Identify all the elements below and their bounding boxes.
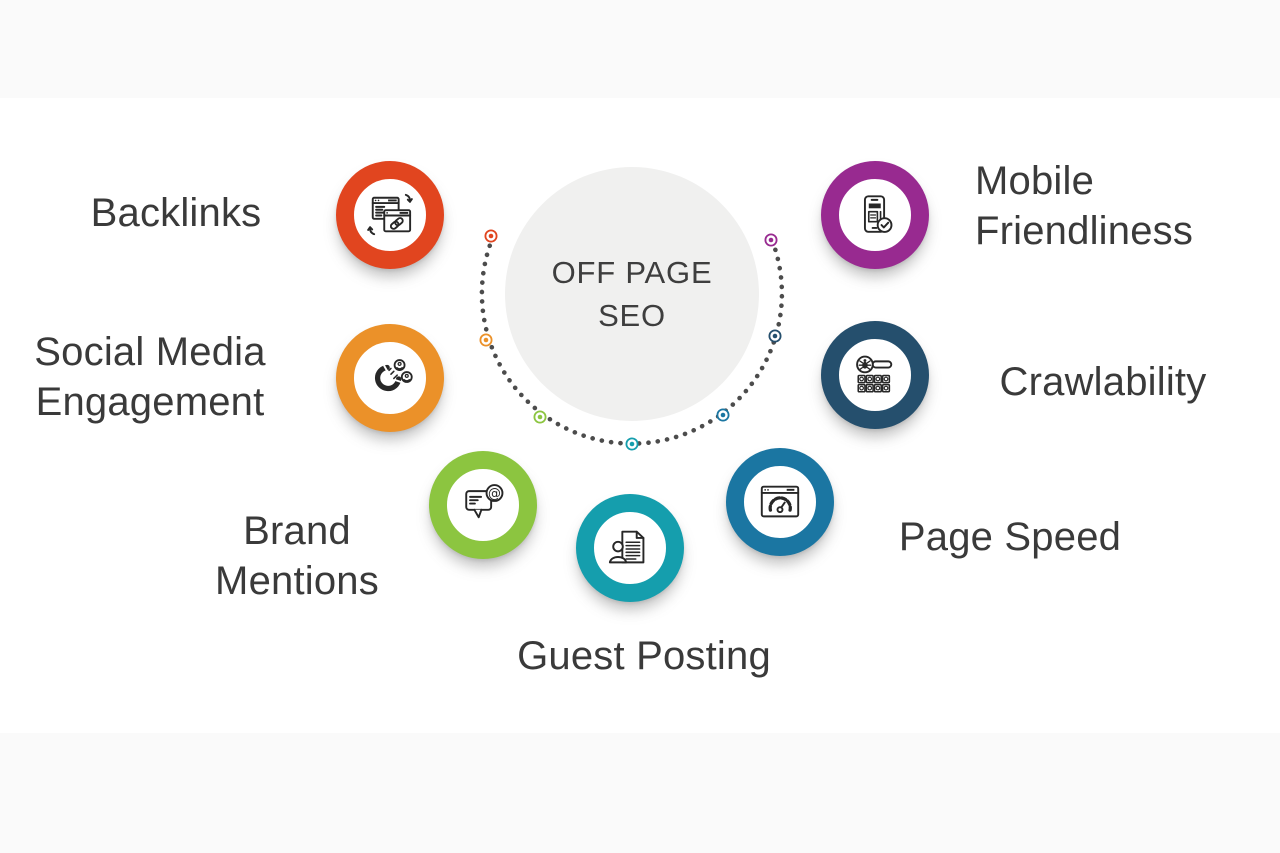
magnet-attracting-users-icon bbox=[374, 359, 413, 392]
linked-browser-windows-icon bbox=[367, 193, 413, 236]
backlinks-circle bbox=[336, 161, 444, 269]
backlinks-label: Backlinks bbox=[90, 191, 262, 235]
node-guest-posting bbox=[576, 494, 684, 602]
marker-crawl-icon bbox=[768, 329, 782, 343]
marker-mobile-icon bbox=[764, 233, 778, 247]
node-backlinks bbox=[336, 161, 444, 269]
bottom-margin-band bbox=[0, 733, 1280, 853]
crawler-magnifier-pages-icon bbox=[856, 355, 893, 393]
mention-speech-bubble-icon: @ bbox=[465, 484, 504, 519]
marker-guest-icon bbox=[625, 437, 639, 451]
social-media-circle bbox=[336, 324, 444, 432]
node-brand-mentions: @ bbox=[429, 451, 537, 559]
author-document-icon bbox=[608, 530, 645, 564]
page-speed-label: Page Speed bbox=[898, 515, 1122, 559]
center-circle: OFF PAGE SEO bbox=[505, 167, 759, 421]
mobile-friendliness-circle bbox=[821, 161, 929, 269]
mobile-check-icon bbox=[863, 195, 893, 233]
page-title: OFF PAGE SEO bbox=[551, 255, 713, 333]
crawlability-label: Crawlability bbox=[999, 360, 1207, 404]
node-page-speed bbox=[726, 448, 834, 556]
node-crawlability bbox=[821, 321, 929, 429]
svg-text:@: @ bbox=[488, 486, 501, 501]
marker-brand-icon bbox=[533, 410, 547, 424]
marker-social-icon bbox=[479, 333, 493, 347]
top-margin-band bbox=[0, 0, 1280, 98]
node-mobile-friendliness bbox=[821, 161, 929, 269]
guest-posting-circle bbox=[576, 494, 684, 602]
crawlability-circle bbox=[821, 321, 929, 429]
guest-posting-label: Guest Posting bbox=[517, 634, 771, 678]
marker-backlinks-icon bbox=[484, 229, 498, 243]
speedometer-browser-icon bbox=[760, 485, 800, 518]
marker-speed-icon bbox=[716, 408, 730, 422]
page-speed-circle bbox=[726, 448, 834, 556]
node-social-media-engagement bbox=[336, 324, 444, 432]
